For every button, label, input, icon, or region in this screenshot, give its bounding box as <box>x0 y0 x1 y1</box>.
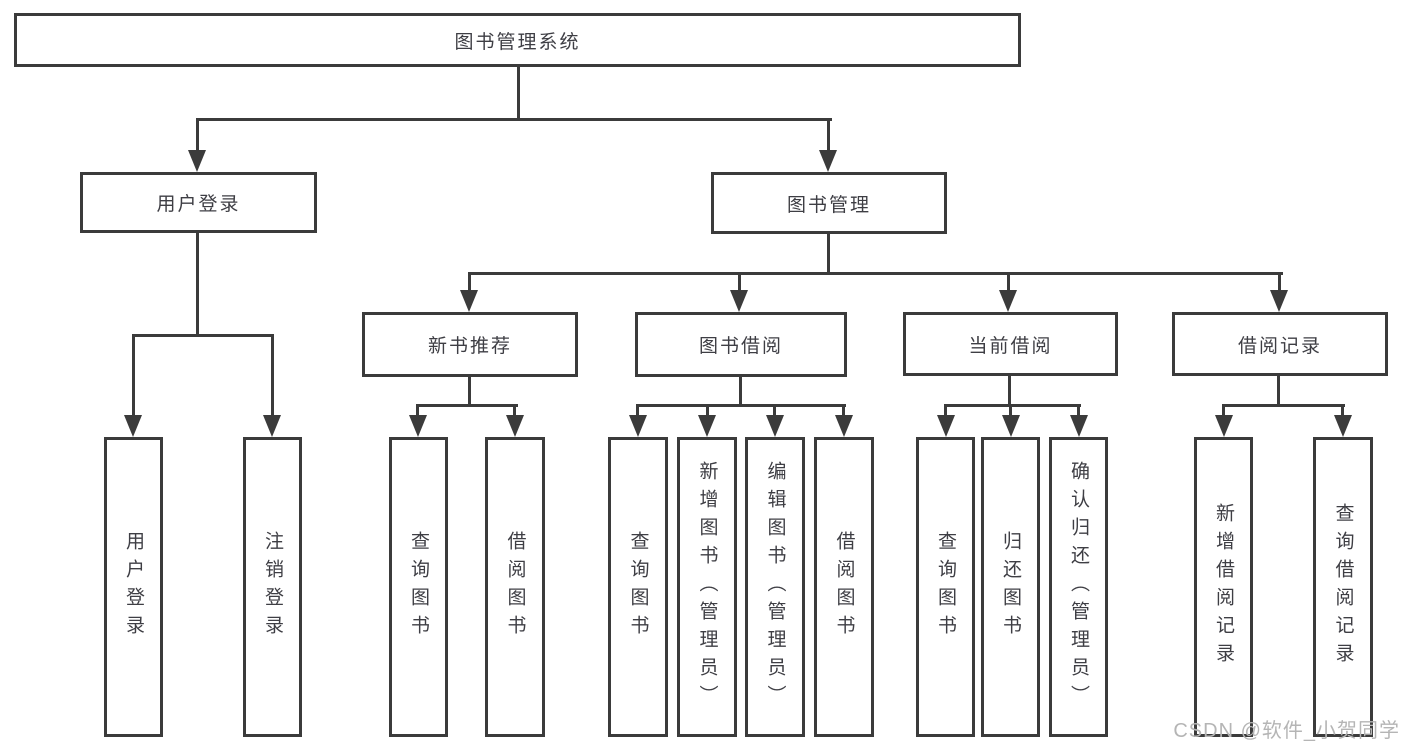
node-borrow-records: 借阅记录 <box>1172 312 1388 376</box>
connector-line <box>739 377 742 406</box>
arrowhead-down-icon <box>698 415 716 437</box>
connector-line <box>827 121 830 153</box>
arrowhead-down-icon <box>1002 415 1020 437</box>
arrowhead-down-icon <box>629 415 647 437</box>
arrowhead-down-icon <box>409 415 427 437</box>
leaf-bb-query-book: 查询图书 <box>608 437 668 737</box>
connector-line <box>1278 275 1281 293</box>
node-book-borrow: 图书借阅 <box>635 312 847 377</box>
connector-line <box>132 334 274 337</box>
connector-line <box>196 118 832 121</box>
leaf-bb-edit-book-admin: 编辑图书（管理员） <box>745 437 805 737</box>
node-current-borrow: 当前借阅 <box>903 312 1118 376</box>
connector-line <box>468 272 1283 275</box>
connector-line <box>636 407 639 417</box>
arrowhead-down-icon <box>766 415 784 437</box>
connector-line <box>773 407 776 417</box>
connector-line <box>827 234 830 275</box>
connector-line <box>416 407 419 417</box>
node-book-management-branch: 图书管理 <box>711 172 947 234</box>
connector-line <box>132 337 135 418</box>
leaf-bb-add-book-admin: 新增图书（管理员） <box>677 437 737 737</box>
node-new-book-recommend: 新书推荐 <box>362 312 578 377</box>
connector-line <box>416 404 518 407</box>
leaf-bb-borrow-book: 借阅图书 <box>814 437 874 737</box>
connector-line <box>1077 407 1080 417</box>
arrowhead-down-icon <box>1070 415 1088 437</box>
connector-line <box>706 407 709 417</box>
arrowhead-down-icon <box>263 415 281 437</box>
connector-line <box>1341 407 1344 417</box>
node-user-login-branch: 用户登录 <box>80 172 317 233</box>
arrowhead-down-icon <box>1334 415 1352 437</box>
connector-line <box>1222 404 1345 407</box>
connector-line <box>517 67 520 121</box>
connector-line <box>1007 275 1010 293</box>
leaf-br-add-record: 新增借阅记录 <box>1194 437 1253 737</box>
arrowhead-down-icon <box>1270 290 1288 312</box>
connector-line <box>842 407 845 417</box>
connector-line <box>636 404 846 407</box>
connector-line <box>1277 376 1280 406</box>
arrowhead-down-icon <box>1215 415 1233 437</box>
connector-line <box>196 233 199 336</box>
arrowhead-down-icon <box>188 150 206 172</box>
leaf-logout: 注销登录 <box>243 437 302 737</box>
arrowhead-down-icon <box>460 290 478 312</box>
arrowhead-down-icon <box>124 415 142 437</box>
connector-line <box>1009 407 1012 417</box>
arrowhead-down-icon <box>835 415 853 437</box>
connector-line <box>196 121 199 153</box>
connector-line <box>513 407 516 417</box>
leaf-user-login: 用户登录 <box>104 437 163 737</box>
csdn-watermark: CSDN @软件_小贺同学 <box>1173 720 1400 742</box>
leaf-nbr-borrow-book: 借阅图书 <box>485 437 545 737</box>
arrowhead-down-icon <box>819 150 837 172</box>
arrowhead-down-icon <box>999 290 1017 312</box>
leaf-cb-confirm-return-admin: 确认归还（管理员） <box>1049 437 1108 737</box>
connector-line <box>944 407 947 417</box>
connector-line <box>468 377 471 407</box>
connector-line <box>1222 407 1225 417</box>
connector-line <box>944 404 1081 407</box>
leaf-nbr-query-book: 查询图书 <box>389 437 448 737</box>
connector-line <box>1008 376 1011 406</box>
arrowhead-down-icon <box>937 415 955 437</box>
leaf-cb-return-book: 归还图书 <box>981 437 1040 737</box>
arrowhead-down-icon <box>506 415 524 437</box>
arrowhead-down-icon <box>730 290 748 312</box>
connector-line <box>468 275 471 293</box>
leaf-cb-query-book: 查询图书 <box>916 437 975 737</box>
connector-line <box>738 275 741 293</box>
node-root: 图书管理系统 <box>14 13 1021 67</box>
connector-line <box>271 337 274 418</box>
leaf-br-query-record: 查询借阅记录 <box>1313 437 1373 737</box>
